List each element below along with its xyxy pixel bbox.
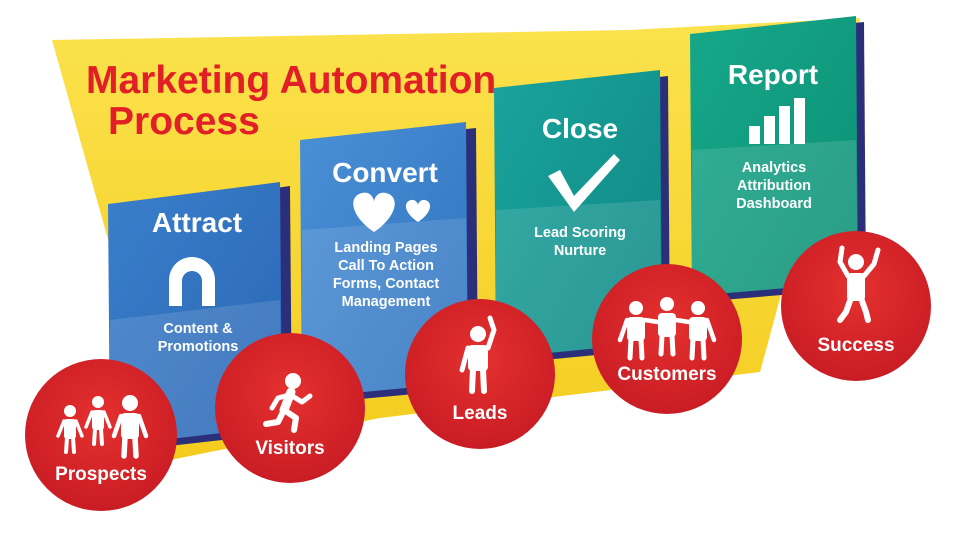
attract-desc-line: Content & bbox=[163, 321, 233, 337]
magnet-icon bbox=[169, 257, 215, 306]
report-desc-line: Dashboard bbox=[736, 196, 812, 212]
attract-description: Content & Promotions bbox=[118, 320, 278, 356]
group-icon bbox=[56, 395, 149, 459]
bar-chart-icon bbox=[749, 98, 805, 144]
close-title: Close bbox=[541, 113, 619, 144]
close-desc-line: Lead Scoring bbox=[534, 225, 626, 241]
attract-title: Attract bbox=[151, 207, 243, 238]
convert-desc-line: Forms, Contact bbox=[332, 276, 440, 292]
close-desc-line: Nurture bbox=[553, 243, 607, 259]
checkmark-icon bbox=[548, 154, 620, 212]
convert-desc-line: Management bbox=[341, 294, 431, 310]
leads-label: Leads bbox=[452, 403, 508, 424]
customers-circle bbox=[592, 264, 742, 414]
hearts-icon bbox=[353, 192, 431, 232]
people-linked-icon bbox=[617, 297, 717, 361]
close-description: Lead Scoring Nurture bbox=[502, 224, 658, 260]
title-line-2: Process bbox=[108, 100, 260, 143]
visitors-label: Visitors bbox=[255, 438, 325, 459]
page-title: Marketing Automation Process bbox=[86, 60, 496, 142]
convert-description: Landing Pages Call To Action Forms, Cont… bbox=[308, 239, 464, 311]
celebrating-person-icon bbox=[837, 245, 881, 323]
report-description: Analytics Attribution Dashboard bbox=[696, 159, 852, 213]
raised-hand-person-icon bbox=[459, 315, 497, 394]
visitors-circle bbox=[215, 333, 365, 483]
title-line-1: Marketing Automation bbox=[86, 59, 497, 102]
running-person-icon bbox=[263, 373, 313, 433]
success-circle bbox=[781, 231, 931, 381]
attract-desc-line: Promotions bbox=[157, 339, 239, 355]
report-panel bbox=[690, 16, 858, 296]
leads-circle bbox=[405, 299, 555, 449]
report-desc-line: Attribution bbox=[736, 178, 812, 194]
success-label: Success bbox=[817, 335, 895, 356]
convert-desc-line: Call To Action bbox=[338, 258, 434, 274]
convert-title: Convert bbox=[332, 157, 438, 188]
report-title: Report bbox=[727, 59, 819, 90]
customers-label: Customers bbox=[617, 364, 717, 385]
report-desc-line: Analytics bbox=[741, 160, 807, 176]
prospects-label: Prospects bbox=[55, 464, 147, 485]
convert-desc-line: Landing Pages bbox=[334, 240, 438, 256]
